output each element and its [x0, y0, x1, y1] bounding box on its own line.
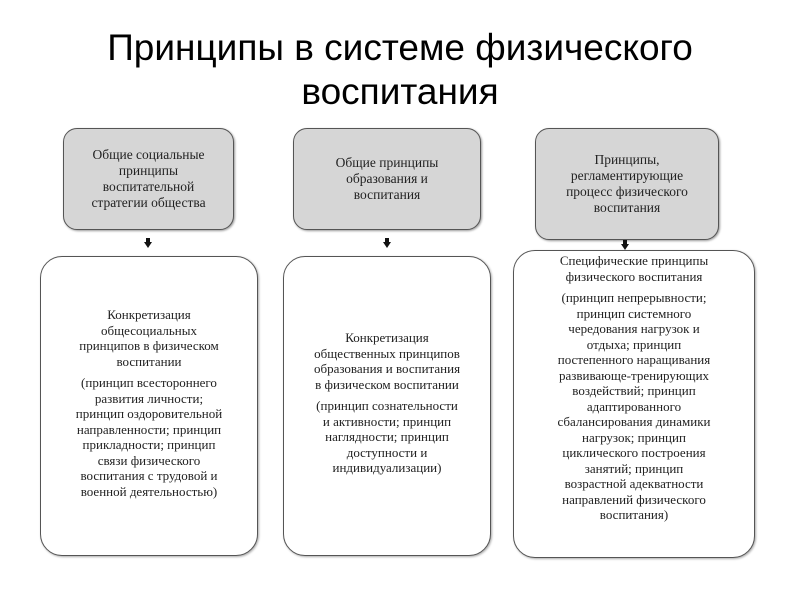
arrow-down-icon	[144, 238, 152, 248]
detail-list: (принцип сознательности и активности; пр…	[316, 398, 458, 476]
detail-heading: Конкретизация общественных принципов обр…	[313, 330, 461, 392]
arrow-down-icon	[621, 240, 629, 250]
detail-list: (принцип всестороннего развития личности…	[75, 375, 223, 499]
detail-box-specific-principles: Специфические принципы физического воспи…	[513, 250, 755, 558]
header-box-general-principles: Общие принципы образования и воспитания	[293, 128, 481, 230]
detail-box-social-principles: Конкретизация общесоциальных принципов в…	[40, 256, 258, 556]
arrow-down-icon	[383, 238, 391, 248]
detail-list: (принцип непрерывности; принцип системно…	[557, 290, 711, 522]
detail-box-general-principles: Конкретизация общественных принципов обр…	[283, 256, 491, 556]
detail-heading: Конкретизация общесоциальных принципов в…	[79, 307, 219, 369]
header-box-social-principles: Общие социальные принципы воспитательной…	[63, 128, 234, 230]
header-box-regulating-principles: Принципы, регламентирующие процесс физич…	[535, 128, 719, 240]
slide-title: Принципы в системе физического воспитани…	[107, 27, 693, 112]
detail-heading: Специфические принципы физического воспи…	[559, 253, 709, 284]
